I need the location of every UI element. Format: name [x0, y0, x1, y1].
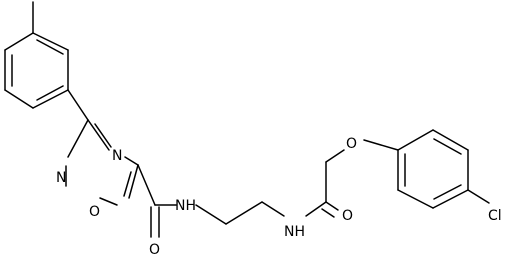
ch2-oxygen-bond [325, 149, 345, 163]
atom-n-ring-lower: N [56, 170, 66, 186]
chlorophenyl-ring [397, 129, 469, 209]
aryl-oxadiazole-bond [67, 89, 89, 121]
ethyl-bond [225, 201, 263, 225]
atom-o-carbonyl2: O [342, 208, 353, 224]
ring-carbonyl-bond [137, 164, 156, 206]
atom-o-carbonyl1: O [149, 242, 160, 258]
atom-nh-amide1: NH [175, 198, 196, 214]
atom-chlorine: Cl [488, 208, 502, 224]
ethyl-nh-bond [261, 201, 285, 217]
atom-o-ring: O [89, 204, 100, 220]
carbonyl2-double-bond-b [321, 208, 335, 218]
carbonyl2-double-bond-a [325, 201, 339, 211]
aryl-chlorine-bond [467, 189, 490, 204]
atom-o-ether: O [346, 136, 357, 152]
nh-carbonyl2-bond [305, 201, 327, 217]
oxygen-aryl-bond [363, 139, 399, 151]
atom-n-ring-upper: N [112, 148, 122, 164]
oxadiazole-ring [65, 119, 139, 206]
nh-ethyl-bond [195, 204, 227, 225]
tolyl-ring [4, 32, 69, 109]
atom-nh-amide2: NH [284, 224, 305, 240]
